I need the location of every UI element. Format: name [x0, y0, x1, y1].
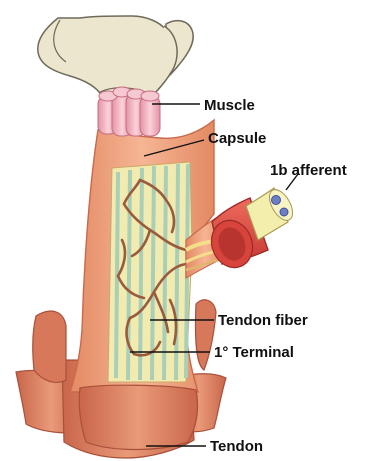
- tendon-front: [79, 385, 197, 449]
- terminal-label: 1° Terminal: [214, 344, 294, 361]
- tendon-fiber-label: Tendon fiber: [218, 312, 308, 329]
- muscle-label: Muscle: [204, 97, 255, 114]
- muscle-fibers: [98, 87, 160, 136]
- axon-cross-section: [280, 208, 288, 216]
- hand-illustration: [38, 16, 193, 98]
- axon-cross-section: [272, 196, 281, 205]
- labels: Muscle Capsule 1b afferent Tendon fiber …: [204, 97, 347, 455]
- afferent-nerve: [205, 186, 297, 274]
- capsule-label: Capsule: [208, 130, 266, 147]
- tendon-label: Tendon: [210, 438, 263, 455]
- afferent-label: 1b afferent: [270, 162, 347, 179]
- inner-capsule: [108, 162, 192, 382]
